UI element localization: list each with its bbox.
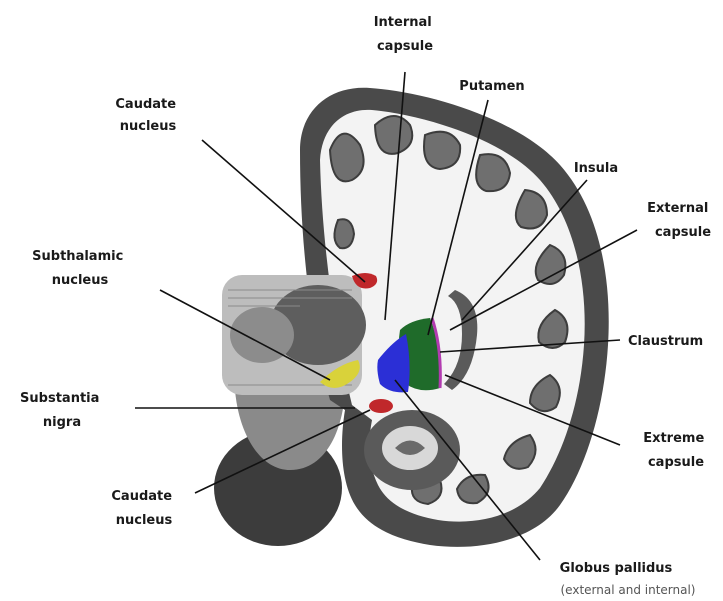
label-external-capsule: External capsule (647, 201, 713, 240)
label-globus-pallidus: Globus pallidus (560, 561, 673, 576)
label-claustrum: Claustrum (628, 334, 703, 349)
label-insula: Insula (574, 161, 618, 176)
label-substantia-nigra: Substantia nigra (20, 391, 104, 430)
brain-illustration (214, 88, 609, 547)
label-extreme-capsule: Extreme capsule (643, 431, 709, 470)
caudate-nucleus-bottom (369, 399, 393, 413)
temporal-lobe (364, 410, 460, 490)
label-subthalamic: Subthalamic nucleus (32, 249, 128, 288)
label-caudate-top: Caudate nucleus (115, 97, 180, 134)
label-globus-pallidus-sub: (external and internal) (561, 583, 696, 597)
label-internal-capsule: Internal capsule (374, 15, 437, 54)
label-putamen: Putamen (459, 79, 524, 94)
label-caudate-bottom: Caudate nucleus (111, 489, 176, 528)
